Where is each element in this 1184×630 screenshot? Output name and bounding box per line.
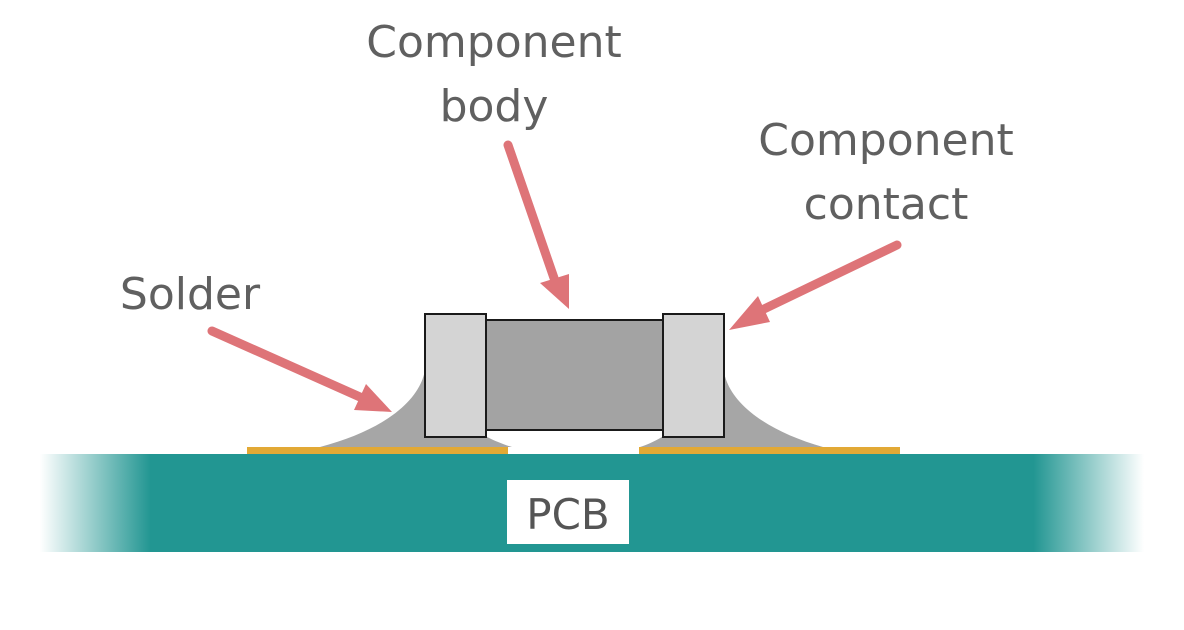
right-solder-fillet: [640, 372, 823, 447]
arrow-solder: [207, 326, 392, 412]
pcb-label: PCB: [526, 490, 609, 539]
label-component-body-line2: body: [440, 81, 549, 132]
pcb-label-box: [507, 480, 629, 544]
left-pad: [247, 447, 508, 454]
arrow-component-contact: [729, 240, 902, 330]
right-component-contact: [662, 313, 725, 438]
component-body: [485, 319, 664, 431]
arrow-component-body: [503, 140, 569, 309]
right-pad: [639, 447, 900, 454]
label-solder: Solder: [120, 269, 261, 320]
label-component-body-line1: Component: [366, 17, 621, 68]
label-component-contact-line1: Component: [758, 115, 1013, 166]
left-solder-fillet: [320, 370, 512, 447]
label-component-contact-line2: contact: [804, 179, 969, 230]
left-component-contact: [424, 313, 487, 438]
